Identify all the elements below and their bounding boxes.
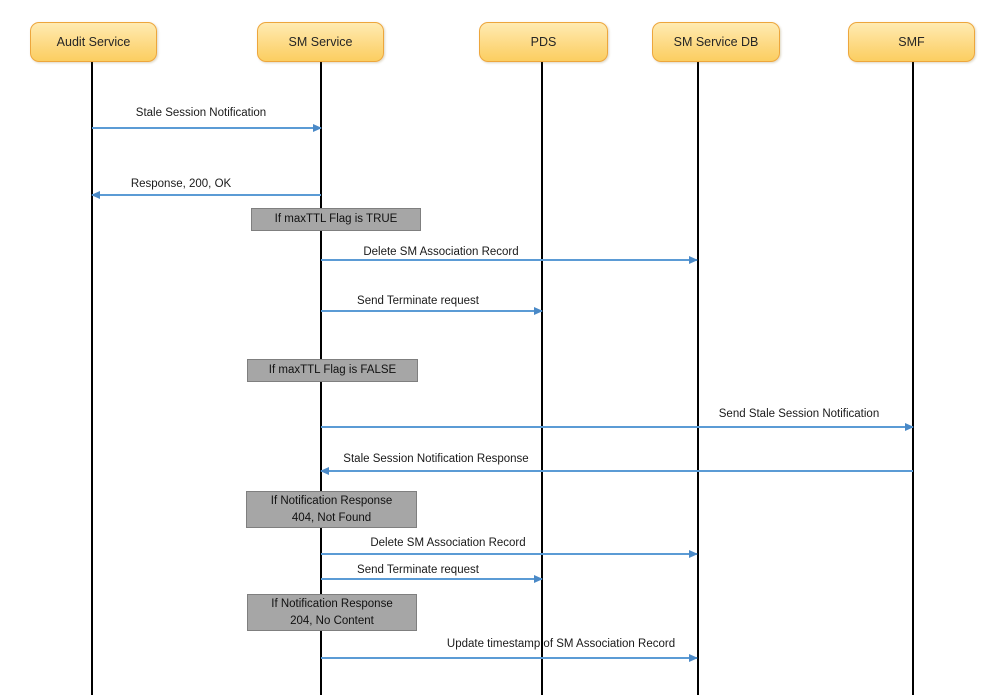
- arrowhead-right-icon: [689, 255, 698, 264]
- message-line-stale-session-notification-response: [320, 466, 913, 475]
- message-label: Send Terminate request: [357, 295, 479, 307]
- arrowhead-left-icon: [320, 466, 329, 475]
- message-line-stale-session-notification: [92, 123, 322, 132]
- actor-label: SM Service: [288, 35, 353, 49]
- arrowhead-right-icon: [905, 422, 914, 431]
- actor-sm-service: SM Service: [257, 22, 384, 62]
- condition-text: 404, Not Found: [291, 511, 372, 524]
- arrowhead-right-icon: [534, 574, 543, 583]
- condition-text: 204, No Content: [290, 614, 374, 627]
- condition-text: If Notification Response: [270, 494, 393, 507]
- condition-if-response-204: If Notification Response 204, No Content: [247, 594, 417, 631]
- arrowhead-right-icon: [689, 653, 698, 662]
- condition-if-maxttl-true: If maxTTL Flag is TRUE: [251, 208, 421, 231]
- condition-if-maxttl-false: If maxTTL Flag is FALSE: [247, 359, 418, 382]
- lifeline-audit-service: [91, 62, 93, 695]
- message-label: Send Stale Session Notification: [718, 408, 880, 420]
- arrowhead-right-icon: [534, 306, 543, 315]
- arrowhead-right-icon: [689, 549, 698, 558]
- message-line-send-terminate-request: [321, 306, 543, 315]
- message-label: Update timestamp of SM Association Recor…: [446, 638, 676, 650]
- actor-label: Audit Service: [56, 35, 131, 49]
- lifeline-pds: [541, 62, 543, 695]
- condition-text: If maxTTL Flag is FALSE: [268, 364, 397, 376]
- message-line-send-stale-session-notification: [321, 422, 914, 431]
- message-label: Stale Session Notification Response: [343, 453, 529, 465]
- message-line-update-timestamp: [321, 653, 698, 662]
- actor-smf: SMF: [848, 22, 975, 62]
- message-line-response-200-ok: [91, 190, 321, 199]
- message-label: Delete SM Association Record: [370, 537, 526, 549]
- message-label: Send Terminate request: [357, 564, 479, 576]
- actor-pds: PDS: [479, 22, 608, 62]
- arrowhead-left-icon: [91, 190, 100, 199]
- actor-audit-service: Audit Service: [30, 22, 157, 62]
- actor-label: SM Service DB: [673, 35, 759, 49]
- condition-if-response-404: If Notification Response 404, Not Found: [246, 491, 417, 528]
- message-label: Response, 200, OK: [130, 178, 232, 190]
- arrowhead-right-icon: [313, 123, 322, 132]
- message-label: Delete SM Association Record: [363, 246, 519, 258]
- actor-label: PDS: [530, 35, 557, 49]
- actor-label: SMF: [898, 35, 925, 49]
- message-label: Stale Session Notification: [135, 107, 267, 119]
- message-line-delete-sm-association-record-2: [321, 549, 698, 558]
- actor-sm-service-db: SM Service DB: [652, 22, 780, 62]
- condition-text: If maxTTL Flag is TRUE: [274, 213, 398, 225]
- message-line-delete-sm-association-record: [321, 255, 698, 264]
- lifeline-sm-service-db: [697, 62, 699, 695]
- lifeline-smf: [912, 62, 914, 695]
- condition-text: If Notification Response: [271, 597, 393, 610]
- message-line-send-terminate-request-2: [321, 574, 543, 583]
